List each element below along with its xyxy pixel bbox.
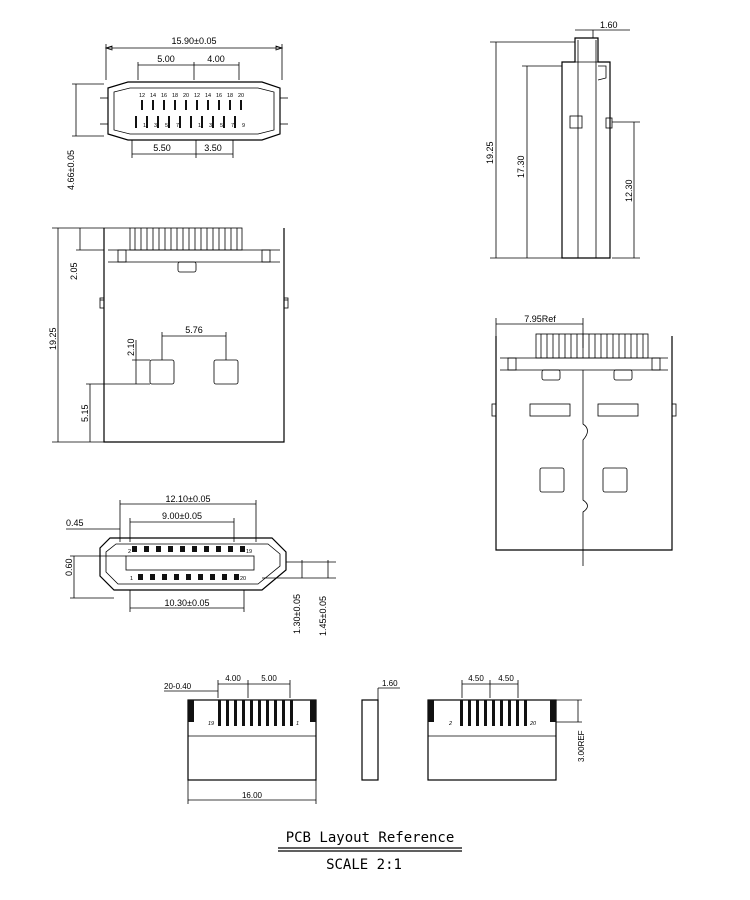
plan-pad-spacing: 5.76 xyxy=(185,325,203,335)
front-tongue: 0.60 xyxy=(64,558,74,576)
pcb-pitch-c: 4.50 xyxy=(468,674,484,683)
bottom-pin-num: 5 xyxy=(220,123,223,129)
pcb-right-pads xyxy=(460,700,527,726)
bottom-pin-num: 3 xyxy=(209,123,212,129)
top-pitch-right: 4.00 xyxy=(207,54,225,64)
top-pin-num: 20 xyxy=(238,93,244,99)
top-pin-num: 16 xyxy=(216,93,222,99)
top-height-label: 4.66±0.05 xyxy=(66,150,76,190)
top-pin-num: 20 xyxy=(183,93,189,99)
plan-view: 19.25 2.05 5.76 2.10 5.15 xyxy=(48,227,289,443)
front-dim-a: 1.30±0.05 xyxy=(292,594,302,634)
pcb-thickness: 1.60 xyxy=(382,679,398,688)
top-pin-row xyxy=(141,100,242,110)
pcb-right-pin-label: 20 xyxy=(529,721,537,727)
top-pin-num: 14 xyxy=(205,93,211,99)
plan-tail-label: 2.05 xyxy=(69,262,79,280)
front-view: 12.10±0.05 9.00±0.05 0.45 xyxy=(64,494,336,636)
front-pin-label: 2 xyxy=(128,549,131,555)
front-wall: 0.45 xyxy=(66,518,84,528)
pcb-left-pads xyxy=(218,700,293,726)
top-pin-num: 16 xyxy=(161,93,167,99)
front-pin-label: 20 xyxy=(240,576,246,582)
top-width-label: 15.90±0.05 xyxy=(172,36,217,46)
front-pin-label: 19 xyxy=(246,549,252,555)
front-lower-width: 10.30±0.05 xyxy=(165,598,210,608)
side-thickness-label: 1.60 xyxy=(600,20,618,30)
bottom-pin-num: 9 xyxy=(242,123,245,129)
bottom-pitch-right: 3.50 xyxy=(204,143,222,153)
top-pin-num: 14 xyxy=(150,93,156,99)
pcb-pad-spec: 20-0.40 xyxy=(164,682,192,691)
bottom-pin-row xyxy=(135,116,236,128)
pcb-left-pin-label: 1 xyxy=(296,721,299,727)
side-body-label: 17.30 xyxy=(516,155,526,178)
top-pin-num: 18 xyxy=(172,93,178,99)
pcb-right-pin-label: 2 xyxy=(448,721,452,727)
front-pin-label: 1 xyxy=(130,576,133,582)
pcb-pitch-a: 4.00 xyxy=(225,674,241,683)
side-tab-label: 12.30 xyxy=(624,179,634,202)
bottom-view: 7.95Ref xyxy=(491,314,677,566)
scale-label: SCALE 2:1 xyxy=(326,857,402,873)
top-pin-num: 12 xyxy=(139,93,145,99)
front-dim-b: 1.45±0.05 xyxy=(318,596,328,636)
front-pins xyxy=(132,546,245,580)
bottom-pin-num: 5 xyxy=(165,123,168,129)
bottom-pin-num: 7 xyxy=(231,123,234,129)
bottom-pin-num: 1 xyxy=(198,123,201,129)
pcb-layout: 20-0.40 4.00 5.00 19 1 16.00 xyxy=(164,674,586,873)
top-pitch-left: 5.00 xyxy=(157,54,175,64)
pcb-pitch-d: 4.50 xyxy=(498,674,514,683)
bottom-pitch-left: 5.50 xyxy=(153,143,171,153)
iso-ref-width: 7.95Ref xyxy=(524,314,556,324)
top-pin-num: 18 xyxy=(227,93,233,99)
front-outer-width: 12.10±0.05 xyxy=(166,494,211,504)
plan-pad-offset: 5.15 xyxy=(80,404,90,422)
pcb-width: 16.00 xyxy=(242,791,263,800)
top-view: 15.90±0.05 5.00 4.00 12 14 xyxy=(66,36,288,190)
plan-length-label: 19.25 xyxy=(48,327,58,350)
top-pin-num: 12 xyxy=(194,93,200,99)
plan-pad-height: 2.10 xyxy=(126,338,136,356)
pcb-pitch-b: 5.00 xyxy=(261,674,277,683)
bottom-pin-num: 3 xyxy=(154,123,157,129)
bottom-pin-num: 1 xyxy=(143,123,146,129)
pcb-layout-title: PCB Layout Reference xyxy=(286,830,455,846)
plan-tail-pins xyxy=(129,227,243,251)
front-inner-width: 9.00±0.05 xyxy=(162,511,202,521)
side-length-label: 19.25 xyxy=(485,141,495,164)
side-view: 1.60 19.25 17.30 12.30 xyxy=(485,20,640,259)
pcb-left-pin-label: 19 xyxy=(208,721,214,727)
pcb-ref-height: 3.00REF xyxy=(577,730,586,762)
iso-tail-pins xyxy=(535,333,649,359)
bottom-pin-num: 7 xyxy=(176,123,179,129)
